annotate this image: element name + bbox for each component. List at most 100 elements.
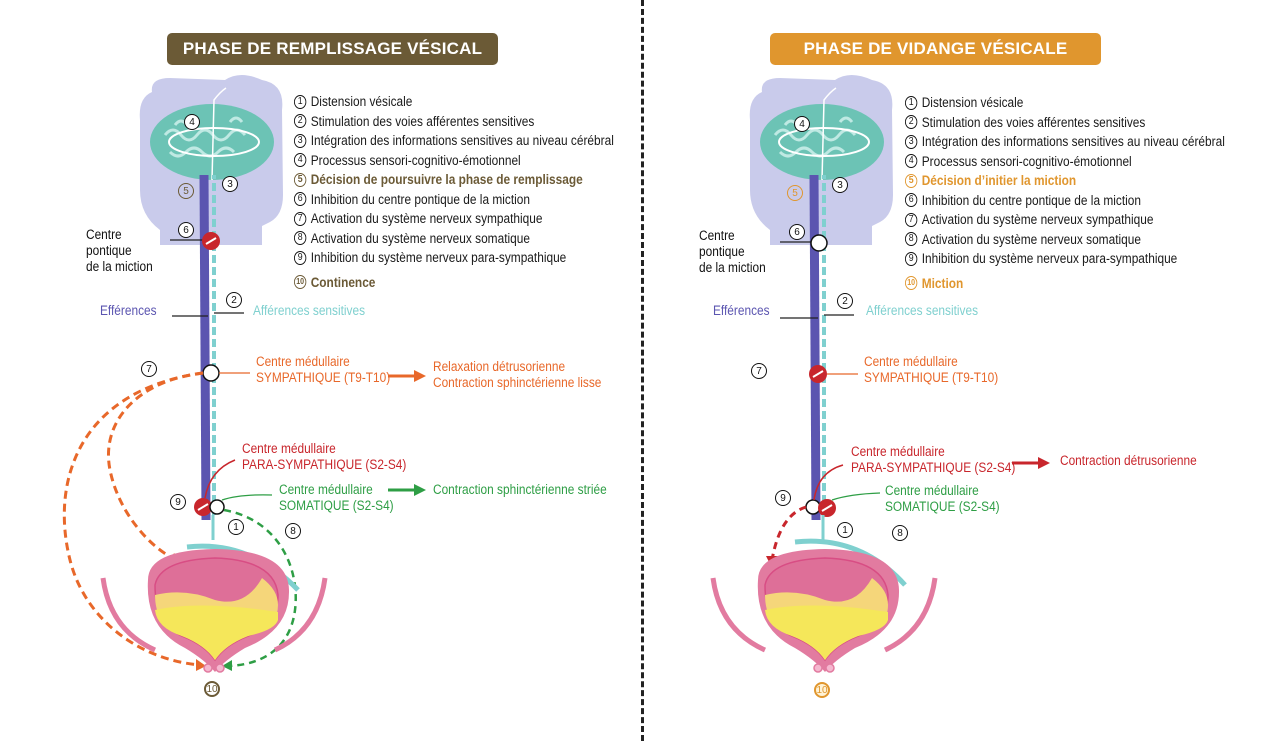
afferences-label: Afférences sensitives <box>866 303 979 318</box>
step-number-icon: 4 <box>905 154 918 169</box>
somatic-arrow-to-sphincter <box>223 508 297 668</box>
parasympathetic-effect-label: Contraction détrusorienne <box>1060 453 1197 468</box>
efferences-label: Efférences <box>713 303 770 318</box>
pelvic-floor <box>100 577 328 653</box>
pelvic-floor <box>710 577 938 653</box>
step-number-icon: 3 <box>905 134 918 149</box>
step-badge-10: 10 <box>204 681 220 697</box>
step-badge-4: 4 <box>184 114 200 130</box>
filling-phase-panel: PHASE DE REMPLISSAGE VÉSICAL <box>62 33 614 697</box>
step-number-icon: 2 <box>905 115 918 130</box>
step-badge-3: 3 <box>832 177 848 193</box>
step-badge-7: 7 <box>751 363 767 379</box>
step-number-icon: 7 <box>905 212 918 227</box>
step-number-icon: 6 <box>905 193 918 208</box>
step-number-icon: 8 <box>294 231 307 246</box>
step-badge-6: 6 <box>789 224 805 240</box>
voiding-phase-diagram <box>710 75 1050 673</box>
brain <box>150 104 274 180</box>
step-badge-5: 5 <box>787 185 803 201</box>
efferent-pathway <box>809 174 821 521</box>
step-badge-3: 3 <box>222 176 238 192</box>
step-badge-9: 9 <box>775 490 791 506</box>
step-number-icon: 2 <box>294 114 307 129</box>
step-number-icon: 6 <box>294 192 307 207</box>
step-number-icon: 1 <box>905 95 918 110</box>
step-badge-2: 2 <box>226 292 242 308</box>
filling-phase-diagram <box>62 75 426 673</box>
step-badge-2: 2 <box>837 293 853 309</box>
step-number-icon: 3 <box>294 133 307 148</box>
sphincter <box>813 663 823 673</box>
sphincter <box>203 663 213 673</box>
sympathetic-arrow-to-bladder <box>107 371 204 562</box>
filling-phase-title: PHASE DE REMPLISSAGE VÉSICAL <box>167 33 498 65</box>
step-number-icon: 7 <box>294 211 307 226</box>
step-badge-8: 8 <box>285 523 301 539</box>
efferent-pathway <box>199 174 211 521</box>
somatic-center-active <box>209 499 225 515</box>
step-number-icon: 9 <box>905 251 918 266</box>
step-badge-4: 4 <box>794 116 810 132</box>
step-number-icon: 4 <box>294 153 307 168</box>
step-badge-5: 5 <box>178 183 194 199</box>
step-badge-10: 10 <box>814 682 830 698</box>
parasympathetic-arrow-to-bladder <box>770 505 807 561</box>
panel-divider <box>641 0 644 741</box>
step-number-icon: 8 <box>905 232 918 247</box>
step-badge-6: 6 <box>178 222 194 238</box>
step-badge-1: 1 <box>837 522 853 538</box>
step-number-icon: 5 <box>294 172 307 187</box>
step-number-icon: 10 <box>905 276 918 291</box>
parasympathetic-center-active <box>805 499 821 515</box>
afferences-label: Afférences sensitives <box>253 303 366 318</box>
step-badge-9: 9 <box>170 494 186 510</box>
step-badge-7: 7 <box>141 361 157 377</box>
brain <box>760 104 884 180</box>
voiding-phase-title: PHASE DE VIDANGE VÉSICALE <box>770 33 1101 65</box>
sympathetic-arrow-to-sphincter <box>62 371 204 667</box>
step-badge-1: 1 <box>228 519 244 535</box>
step-number-icon: 5 <box>905 173 918 188</box>
step-badge-8: 8 <box>892 525 908 541</box>
efferences-label: Efférences <box>100 303 157 318</box>
sympathetic-center-active <box>202 364 220 382</box>
somatic-effect-label: Contraction sphinctérienne striée <box>433 482 607 497</box>
step-number-icon: 10 <box>294 275 307 290</box>
voiding-phase-panel: PHASE DE VIDANGE VÉSICALE <box>640 0 1280 741</box>
pontine-center-active <box>810 234 828 252</box>
step-number-icon: 1 <box>294 94 307 109</box>
step-number-icon: 9 <box>294 250 307 265</box>
